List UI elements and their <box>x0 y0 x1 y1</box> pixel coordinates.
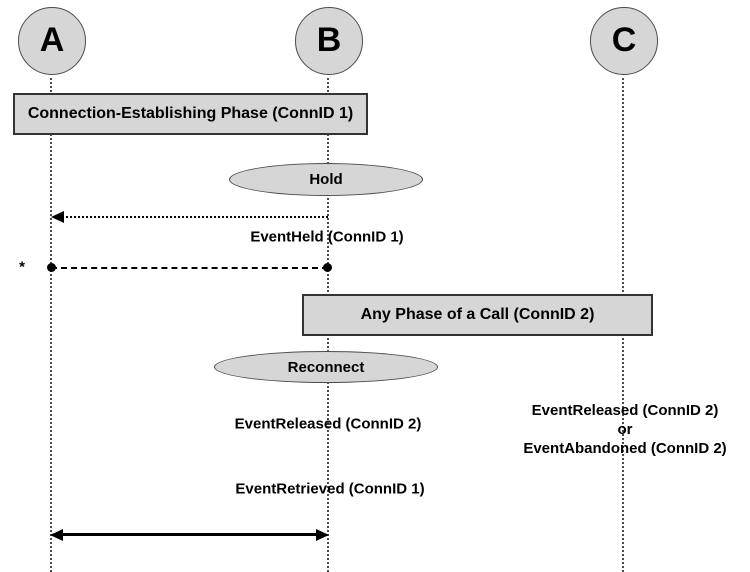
phase-box-connection-establishing: Connection-Establishing Phase (ConnID 1) <box>13 93 368 135</box>
event-released-c-line: EventReleased (ConnID 2) <box>531 402 719 419</box>
event-retrieved-label: EventRetrieved (ConnID 1) <box>235 480 425 498</box>
event-held-label: EventHeld (ConnID 1) <box>250 228 404 246</box>
held-message-arrowhead-icon <box>51 211 64 223</box>
retrieved-connection-line <box>61 533 318 536</box>
lifeline-a <box>50 73 52 572</box>
reconnect-action-label: Reconnect <box>287 358 365 376</box>
actor-b-circle: B <box>295 7 363 75</box>
actor-c-label: C <box>611 21 637 59</box>
actor-b-label: B <box>316 21 342 59</box>
phase-box-any-phase-label: Any Phase of a Call (ConnID 2) <box>360 306 595 323</box>
retrieved-arrowhead-right-icon <box>316 529 329 541</box>
actor-a-circle: A <box>18 7 86 75</box>
retrieved-arrowhead-left-icon <box>50 529 63 541</box>
actor-c-circle: C <box>590 7 658 75</box>
held-connection-endpoint-b-icon <box>323 263 332 272</box>
reconnect-action-ellipse: Reconnect <box>214 351 438 383</box>
event-abandoned-c-line: EventAbandoned (ConnID 2) <box>523 440 727 457</box>
phase-box-connection-establishing-label: Connection-Establishing Phase (ConnID 1) <box>27 105 354 122</box>
asterisk-annotation: * <box>19 258 25 276</box>
hold-action-ellipse: Hold <box>229 163 423 196</box>
held-message-line <box>62 216 328 218</box>
event-or-line: or <box>617 421 633 438</box>
phase-box-any-phase: Any Phase of a Call (ConnID 2) <box>302 294 653 336</box>
held-connection-endpoint-a-icon <box>47 263 56 272</box>
hold-action-label: Hold <box>309 171 343 188</box>
held-connection-line <box>51 267 328 269</box>
actor-a-label: A <box>39 21 65 59</box>
event-released-b-label: EventReleased (ConnID 2) <box>234 415 422 433</box>
event-released-or-abandoned-c-label: EventReleased (ConnID 2) or EventAbandon… <box>523 401 726 458</box>
